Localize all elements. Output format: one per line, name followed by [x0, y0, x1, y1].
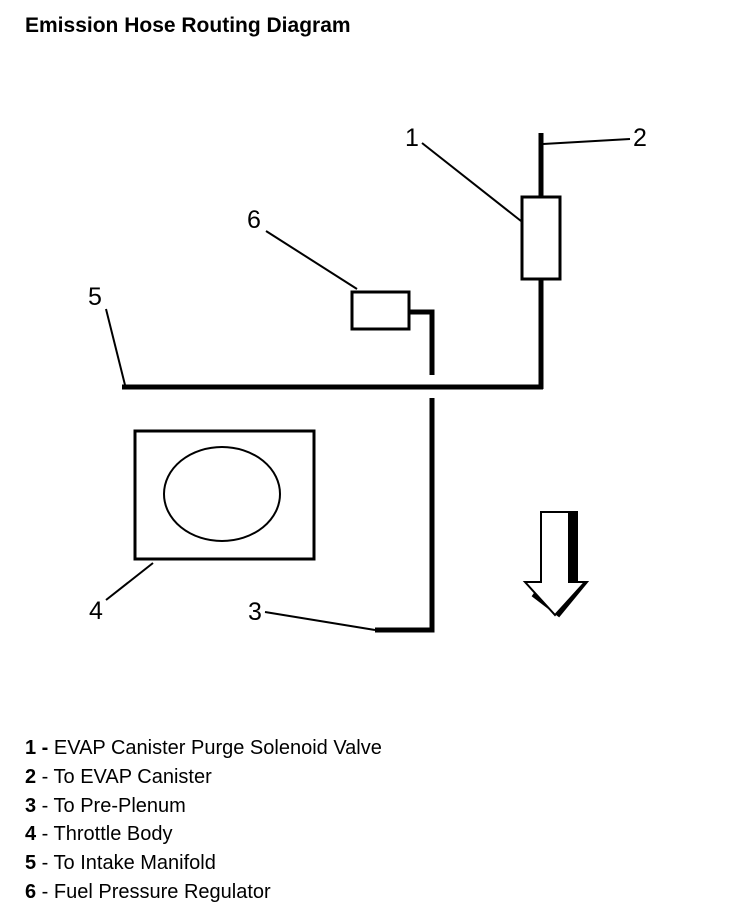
legend-item-2: 2 - To EVAP Canister: [25, 763, 382, 792]
leader-line-2: [542, 138, 631, 145]
legend-item-3: 3 - To Pre-Plenum: [25, 792, 382, 821]
legend: 1 - EVAP Canister Purge Solenoid Valve 2…: [25, 734, 382, 907]
hose-regulator-upper: [409, 309, 435, 375]
leader-line-3: [264, 611, 376, 631]
legend-item-5: 5 - To Intake Manifold: [25, 849, 382, 878]
legend-number: 3: [25, 794, 37, 817]
diagram-title: Emission Hose Routing Diagram: [25, 14, 351, 37]
fuel-pressure-regulator: [350, 290, 411, 331]
callout-2: 2: [633, 124, 647, 152]
legend-text: - To Intake Manifold: [36, 852, 216, 875]
leader-line-6: [265, 230, 358, 290]
legend-number: 1 -: [25, 737, 49, 759]
callout-1: 1: [405, 124, 419, 152]
callout-5: 5: [88, 283, 102, 311]
legend-text: EVAP Canister Purge Solenoid Valve: [48, 737, 382, 759]
leader-line-5: [105, 308, 126, 386]
legend-item-4: 4 - Throttle Body: [25, 820, 382, 849]
legend-item-1: 1 - EVAP Canister Purge Solenoid Valve: [25, 734, 382, 763]
callout-3: 3: [248, 598, 262, 626]
legend-number: 2: [25, 765, 37, 788]
legend-text: - To EVAP Canister: [36, 765, 212, 788]
callout-4: 4: [89, 597, 103, 625]
legend-item-6: 6 - Fuel Pressure Regulator: [25, 878, 382, 907]
callout-6: 6: [247, 206, 261, 234]
hose-to-pre-plenum: [375, 398, 435, 633]
leader-line-1: [421, 142, 522, 222]
legend-text: - Fuel Pressure Regulator: [36, 880, 271, 903]
legend-text: - Throttle Body: [36, 823, 173, 846]
legend-text: - To Pre-Plenum: [36, 794, 186, 817]
leader-line-4: [105, 562, 154, 601]
throttle-body: [133, 429, 316, 561]
flow-direction-arrow: [522, 511, 588, 617]
throttle-bore: [163, 446, 281, 542]
legend-number: 6: [25, 880, 37, 903]
legend-number: 5: [25, 852, 37, 875]
evap-purge-solenoid-valve: [520, 195, 562, 281]
legend-number: 4: [25, 823, 37, 846]
